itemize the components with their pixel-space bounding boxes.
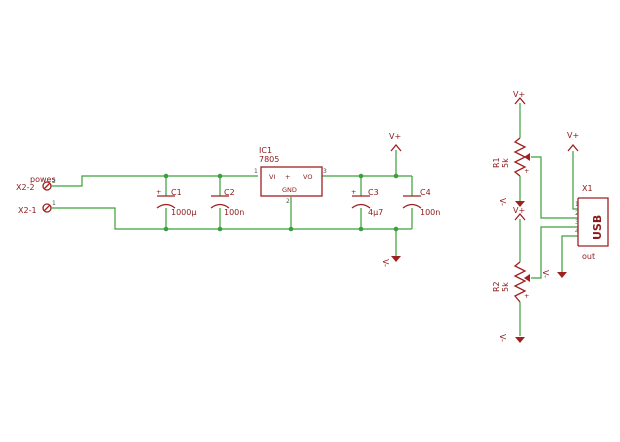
vminus-triangle-icon xyxy=(515,337,525,343)
usb-connector-x1[interactable]: X1 USB 1 2 3 4 out xyxy=(575,184,609,261)
regulator-pin-vi: VI xyxy=(269,173,275,181)
vminus-triangle-icon xyxy=(557,272,567,278)
resistor-zigzag-icon xyxy=(513,261,527,303)
wiper-arrow-icon xyxy=(524,274,530,282)
supply-vplus-r2[interactable]: V+ xyxy=(513,206,526,221)
supply-vplus-label: V+ xyxy=(513,206,525,215)
connector-x2-pin1-number: 1 xyxy=(52,200,56,207)
wiper-arrow-icon xyxy=(524,153,530,161)
connector-x2-pin2-label: X2-2 xyxy=(16,183,35,192)
supply-vminus-left[interactable]: V- xyxy=(381,256,401,267)
usb-connector-label: USB xyxy=(591,215,604,240)
svg-text:+: + xyxy=(156,188,161,196)
supply-vplus-label: V+ xyxy=(513,90,525,99)
regulator-pin-vo: VO xyxy=(303,173,312,181)
wires-usb-divider xyxy=(519,103,578,336)
regulator-pin-vi-number: 1 xyxy=(254,168,258,175)
potentiometer-r1-name: R1 xyxy=(492,157,501,168)
wires-power-supply xyxy=(56,150,413,256)
polarized-capacitor-icon: + xyxy=(156,188,176,209)
capacitor-icon xyxy=(210,195,230,209)
screw-terminal-icon xyxy=(42,203,52,213)
capacitor-c1[interactable]: + C1 1000µ xyxy=(156,188,196,217)
regulator-pin-vo-number: 3 xyxy=(323,168,327,175)
capacitor-c4-value: 100n xyxy=(420,208,440,217)
regulator-pin-gnd: GND xyxy=(282,186,297,194)
supply-vminus-r1[interactable]: V- xyxy=(498,198,525,207)
supply-vplus-label: V+ xyxy=(567,131,579,140)
supply-vminus-usb[interactable]: V- xyxy=(541,270,567,278)
capacitor-c4[interactable]: C4 100n xyxy=(402,188,440,217)
regulator-ic1-value: 7805 xyxy=(259,155,279,164)
supply-vminus-r2[interactable]: V- xyxy=(498,334,525,343)
regulator-pin-gnd-number: 2 xyxy=(286,198,290,205)
supply-vplus-usb[interactable]: V+ xyxy=(567,131,579,152)
connector-x2-name: powes xyxy=(30,175,56,184)
polarized-capacitor-icon: + xyxy=(351,188,371,209)
supply-vplus-r1[interactable]: V+ xyxy=(513,90,526,105)
connector-x2[interactable]: powes X2-2 X2-1 2 1 xyxy=(16,175,56,215)
origin-cross-icon: + xyxy=(285,173,290,181)
svg-text:+: + xyxy=(524,167,529,175)
capacitor-c1-value: 1000µ xyxy=(171,208,196,217)
capacitor-c4-name: C4 xyxy=(420,188,431,197)
svg-text:+: + xyxy=(524,292,529,300)
supply-vminus-label: V- xyxy=(541,270,550,278)
regulator-ic1[interactable]: IC1 7805 VI VO + GND 1 3 2 xyxy=(254,146,327,205)
vplus-arrow-icon xyxy=(514,212,526,221)
svg-text:+: + xyxy=(351,188,356,196)
capacitor-c1-name: C1 xyxy=(171,188,182,197)
potentiometer-r2-name: R2 xyxy=(492,281,501,292)
usb-body-icon xyxy=(578,197,609,247)
capacitor-c2-name: C2 xyxy=(224,188,235,197)
vplus-arrow-icon xyxy=(567,143,579,152)
capacitor-c2-value: 100n xyxy=(224,208,244,217)
usb-pin3: 3 xyxy=(575,219,579,226)
capacitor-c3[interactable]: + C3 4µ7 xyxy=(351,188,383,217)
vplus-arrow-icon xyxy=(514,96,526,105)
supply-vminus-label: V- xyxy=(498,198,507,206)
capacitor-c3-name: C3 xyxy=(368,188,379,197)
potentiometer-r2[interactable]: + R2 5k xyxy=(492,261,530,303)
supply-vplus-label: V+ xyxy=(389,132,401,141)
usb-connector-name: X1 xyxy=(582,184,593,193)
capacitor-c3-value: 4µ7 xyxy=(368,208,383,217)
connector-x2-pin2-number: 2 xyxy=(52,178,56,185)
capacitor-c2[interactable]: C2 100n xyxy=(210,188,244,217)
supply-vminus-label: V- xyxy=(381,259,390,267)
junction-dots xyxy=(163,173,399,232)
potentiometer-r1[interactable]: + R1 5k xyxy=(492,137,530,177)
potentiometer-r1-value: 5k xyxy=(501,158,510,168)
regulator-ic1-name: IC1 xyxy=(259,146,272,155)
usb-pin2: 2 xyxy=(575,210,579,217)
usb-pin1: 1 xyxy=(575,201,579,208)
supply-vplus-left[interactable]: V+ xyxy=(389,132,402,152)
supply-vminus-label: V- xyxy=(498,334,507,342)
potentiometer-r2-value: 5k xyxy=(501,282,510,292)
vplus-arrow-icon xyxy=(390,143,402,152)
vminus-triangle-icon xyxy=(391,256,401,262)
regulator-body-icon xyxy=(260,166,323,197)
usb-pin4: 4 xyxy=(575,228,579,235)
vminus-triangle-icon xyxy=(515,201,525,207)
capacitor-icon xyxy=(402,195,422,209)
connector-x2-pin1-label: X2-1 xyxy=(18,206,37,215)
usb-connector-value: out xyxy=(582,252,595,261)
